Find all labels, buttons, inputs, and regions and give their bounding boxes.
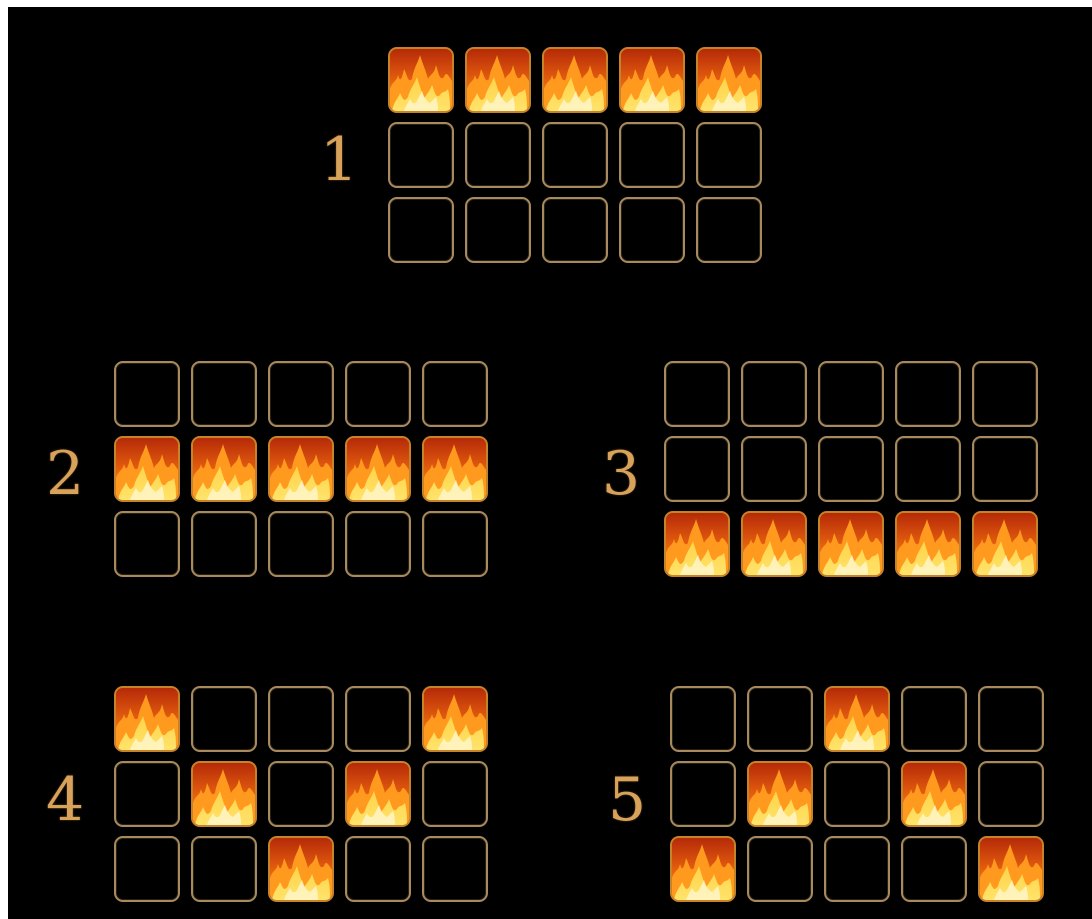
empty-slot	[664, 436, 730, 502]
fire-icon	[388, 47, 454, 113]
empty-slot	[191, 836, 257, 902]
empty-slot	[422, 511, 488, 577]
empty-slot	[747, 686, 813, 752]
empty-slot	[972, 361, 1038, 427]
fire-icon	[542, 47, 608, 113]
empty-slot	[619, 197, 685, 263]
payline-grid-3	[664, 361, 1038, 577]
fire-icon	[345, 436, 411, 502]
fire-icon	[114, 686, 180, 752]
fire-icon	[747, 761, 813, 827]
empty-slot	[191, 686, 257, 752]
empty-slot	[670, 686, 736, 752]
payline-grid-4	[114, 686, 488, 902]
empty-slot	[268, 686, 334, 752]
empty-slot	[422, 761, 488, 827]
empty-slot	[741, 361, 807, 427]
fire-icon	[268, 836, 334, 902]
fire-icon	[465, 47, 531, 113]
empty-slot	[465, 122, 531, 188]
fire-icon	[696, 47, 762, 113]
empty-slot	[741, 436, 807, 502]
empty-slot	[388, 197, 454, 263]
empty-slot	[696, 122, 762, 188]
empty-slot	[114, 836, 180, 902]
fire-icon	[345, 761, 411, 827]
empty-slot	[191, 511, 257, 577]
payline-number-4: 4	[46, 770, 84, 830]
empty-slot	[465, 197, 531, 263]
fire-icon	[422, 686, 488, 752]
empty-slot	[901, 686, 967, 752]
fire-icon	[670, 836, 736, 902]
payline-number-3: 3	[602, 444, 640, 504]
empty-slot	[664, 361, 730, 427]
empty-slot	[542, 122, 608, 188]
empty-slot	[345, 836, 411, 902]
fire-icon	[895, 511, 961, 577]
empty-slot	[901, 836, 967, 902]
empty-slot	[747, 836, 813, 902]
empty-slot	[670, 761, 736, 827]
empty-slot	[268, 761, 334, 827]
empty-slot	[824, 836, 890, 902]
empty-slot	[696, 197, 762, 263]
fire-icon	[619, 47, 685, 113]
payline-grid-2	[114, 361, 488, 577]
empty-slot	[345, 511, 411, 577]
empty-slot	[818, 436, 884, 502]
empty-slot	[978, 686, 1044, 752]
fire-icon	[422, 436, 488, 502]
fire-icon	[901, 761, 967, 827]
fire-icon	[268, 436, 334, 502]
empty-slot	[388, 122, 454, 188]
empty-slot	[818, 361, 884, 427]
payline-number-5: 5	[608, 770, 646, 830]
fire-icon	[818, 511, 884, 577]
payline-number-1: 1	[320, 130, 358, 190]
fire-icon	[972, 511, 1038, 577]
empty-slot	[114, 361, 180, 427]
empty-slot	[422, 836, 488, 902]
empty-slot	[619, 122, 685, 188]
fire-icon	[664, 511, 730, 577]
fire-icon	[191, 761, 257, 827]
payline-number-2: 2	[46, 444, 84, 504]
fire-icon	[824, 686, 890, 752]
empty-slot	[895, 436, 961, 502]
fire-icon	[741, 511, 807, 577]
empty-slot	[422, 361, 488, 427]
paylines-board: 1 2 3 4 5	[8, 7, 1092, 919]
empty-slot	[542, 197, 608, 263]
empty-slot	[345, 361, 411, 427]
empty-slot	[268, 511, 334, 577]
fire-icon	[978, 836, 1044, 902]
empty-slot	[114, 511, 180, 577]
empty-slot	[268, 361, 334, 427]
empty-slot	[345, 686, 411, 752]
empty-slot	[895, 361, 961, 427]
empty-slot	[978, 761, 1044, 827]
payline-grid-5	[670, 686, 1044, 902]
fire-icon	[114, 436, 180, 502]
payline-grid-1	[388, 47, 762, 263]
fire-icon	[191, 436, 257, 502]
empty-slot	[824, 761, 890, 827]
empty-slot	[114, 761, 180, 827]
empty-slot	[191, 361, 257, 427]
empty-slot	[972, 436, 1038, 502]
